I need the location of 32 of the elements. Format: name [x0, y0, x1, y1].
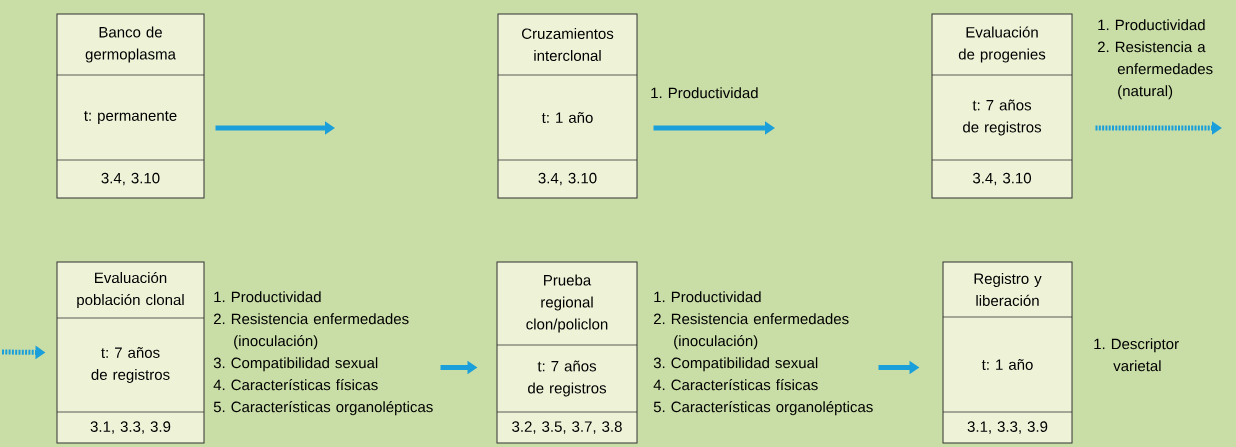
card-heading: Evaluación de progenies: [958, 26, 1046, 63]
duration-text: t: 7 años de registros: [91, 347, 170, 383]
criterion-text: 5. Características organolépticas: [213, 401, 433, 416]
duration-text: t: 7 años de registros: [528, 360, 607, 397]
reference-text: 3.4, 3.10: [972, 172, 1031, 186]
card-heading: Prueba regional clon/policlon: [526, 274, 608, 333]
criterion-text: 2. Resistencia enfermedades (inoculación): [653, 313, 849, 350]
criterion-text: 2. Resistencia enfermedades (inoculación): [213, 313, 409, 350]
reference-text: 3.2, 3.5, 3.7, 3.8: [512, 421, 622, 434]
duration-text: t: permanente: [84, 111, 177, 124]
criterion-text: 4. Características físicas: [653, 379, 818, 391]
card-heading: Cruzamientos interclonal: [522, 28, 614, 61]
criterion-text: 5. Características organolépticas: [653, 401, 873, 416]
duration-text: t: 1 año: [981, 359, 1033, 370]
criterion-text: 1. Productividad: [214, 291, 321, 303]
duration-text: t: 7 años de registros: [963, 99, 1042, 136]
card-heading: Registro y liberación: [974, 273, 1042, 306]
criterion-text: 3. Compatibilidad sexual: [213, 357, 378, 372]
criterion-text: 1. Descriptor varietal: [1094, 338, 1179, 372]
reference-text: 3.4, 3.10: [538, 172, 597, 186]
duration-text: t: 1 año: [541, 112, 593, 123]
reference-text: 3.1, 3.3, 3.9: [90, 421, 171, 434]
criterion-text: 3. Compatibilidad sexual: [653, 357, 818, 372]
card-heading: Banco de germoplasma: [85, 26, 176, 63]
criterion-text: 1. Productividad: [1098, 19, 1205, 31]
criterion-text: 2. Resistencia a enfermedades (natural): [1097, 41, 1213, 100]
criterion-text: 1. Productividad: [654, 291, 761, 303]
reference-text: 3.1, 3.3, 3.9: [967, 421, 1048, 434]
criterion-text: 4. Características físicas: [213, 379, 378, 391]
card-heading: Evaluación población clonal: [77, 271, 184, 309]
reference-text: 3.4, 3.10: [101, 172, 160, 186]
criterion-text: 1. Productividad: [651, 87, 758, 99]
